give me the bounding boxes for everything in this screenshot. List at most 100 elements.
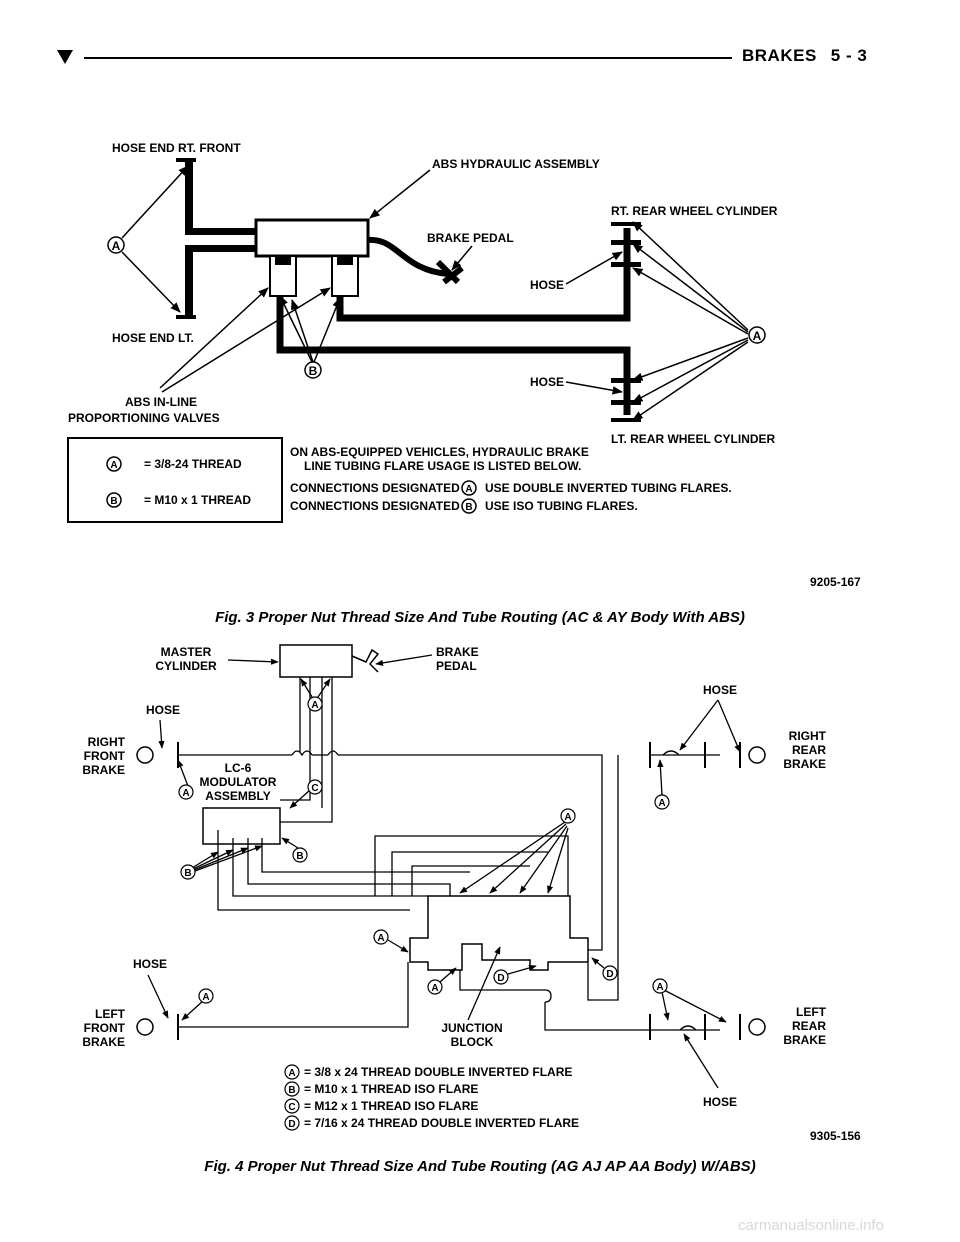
- svg-text:A: A: [753, 329, 762, 343]
- svg-text:LEFT: LEFT: [95, 1007, 126, 1021]
- svg-text:B: B: [309, 364, 318, 378]
- fig3-callout-a-left: A: [107, 236, 125, 254]
- page-number: 5 - 3: [830, 46, 868, 65]
- svg-text:B: B: [296, 851, 303, 862]
- svg-text:D: D: [606, 969, 613, 980]
- header-triangle-icon: [57, 50, 73, 64]
- svg-text:= 3/8 x 24 THREAD DOUBLE INVER: = 3/8 x 24 THREAD DOUBLE INVERTED FLARE: [304, 1065, 572, 1079]
- svg-text:CONNECTIONS DESIGNATED: CONNECTIONS DESIGNATED: [290, 499, 460, 513]
- fig3-number: 9205-167: [810, 575, 861, 589]
- svg-text:ASSEMBLY: ASSEMBLY: [205, 789, 271, 803]
- svg-text:A: A: [110, 460, 117, 471]
- fig4-brakes: [136, 746, 766, 1036]
- svg-text:A: A: [288, 1068, 295, 1079]
- svg-text:= 3/8-24 THREAD: = 3/8-24 THREAD: [144, 457, 242, 471]
- svg-text:ON ABS-EQUIPPED VEHICLES, HYDR: ON ABS-EQUIPPED VEHICLES, HYDRAULIC BRAK…: [290, 445, 589, 459]
- svg-text:B: B: [184, 868, 191, 879]
- lc6-modulator: [202, 807, 281, 845]
- label-hose-upper: HOSE: [530, 278, 564, 292]
- svg-text:FRONT: FRONT: [84, 749, 126, 763]
- svg-text:A: A: [311, 700, 318, 711]
- svg-text:D: D: [288, 1119, 295, 1130]
- fig4-leader-lines: [147, 654, 741, 1089]
- svg-text:CYLINDER: CYLINDER: [155, 659, 217, 673]
- svg-text:A: A: [202, 992, 209, 1003]
- figure-4-diagram: A A C B B A A A D D A A A MASTER CYLINDE…: [82, 644, 861, 1143]
- svg-text:BRAKE: BRAKE: [783, 1033, 826, 1047]
- svg-text:BRAKE: BRAKE: [82, 763, 125, 777]
- label-brake-pedal: BRAKE PEDAL: [427, 231, 514, 245]
- svg-text:HOSE: HOSE: [133, 957, 167, 971]
- svg-text:RIGHT: RIGHT: [88, 735, 126, 749]
- svg-text:HOSE: HOSE: [703, 1095, 737, 1109]
- fig3-callout-b: B: [304, 361, 322, 379]
- svg-text:A: A: [431, 983, 438, 994]
- fig3-notes: ON ABS-EQUIPPED VEHICLES, HYDRAULIC BRAK…: [290, 445, 732, 514]
- svg-text:PEDAL: PEDAL: [436, 659, 477, 673]
- svg-text:REAR: REAR: [792, 1019, 826, 1033]
- svg-text:A: A: [564, 812, 571, 823]
- label-hose-end-rt-front: HOSE END RT. FRONT: [112, 141, 241, 155]
- watermark: carmanualsonline.info: [738, 1217, 884, 1234]
- front-hose-bracket: [176, 158, 255, 319]
- header-rule: [84, 57, 732, 59]
- svg-text:A: A: [377, 933, 384, 944]
- label-abs-inline: ABS IN-LINE: [125, 395, 197, 409]
- svg-text:A: A: [465, 484, 472, 495]
- page-header: BRAKES 5 - 3: [742, 46, 881, 66]
- svg-text:CONNECTIONS DESIGNATED: CONNECTIONS DESIGNATED: [290, 481, 460, 495]
- svg-text:BRAKE: BRAKE: [436, 645, 479, 659]
- abs-hydraulic-assembly: [254, 218, 370, 297]
- svg-text:= M10 x 1 THREAD ISO FLARE: = M10 x 1 THREAD ISO FLARE: [304, 1082, 478, 1096]
- svg-text:B: B: [110, 496, 117, 507]
- fig4-brake-pedal: [351, 648, 380, 673]
- fig4-labels: MASTER CYLINDER BRAKE PEDAL HOSE HOSE RI…: [82, 645, 826, 1109]
- lt-rear-wheel-cylinder: [611, 378, 641, 422]
- svg-text:= M12 x 1 THREAD ISO FLARE: = M12 x 1 THREAD ISO FLARE: [304, 1099, 478, 1113]
- svg-text:HOSE: HOSE: [703, 683, 737, 697]
- fig3-caption: Fig. 3 Proper Nut Thread Size And Tube R…: [215, 609, 745, 626]
- svg-text:= M10 x 1 THREAD: = M10 x 1 THREAD: [144, 493, 251, 507]
- figure-3-diagram: A A B HOSE END RT. FRONT ABS HYDRAULIC A…: [67, 141, 861, 589]
- svg-text:A: A: [656, 982, 663, 993]
- svg-text:MODULATOR: MODULATOR: [200, 775, 277, 789]
- svg-text:HOSE: HOSE: [146, 703, 180, 717]
- svg-text:BRAKE: BRAKE: [82, 1035, 125, 1049]
- master-cylinder: [279, 644, 353, 678]
- fig3-legend-box: A = 3/8-24 THREAD B = M10 x 1 THREAD: [67, 437, 283, 523]
- fig4-callouts: A A C B B A A A D D A A A: [178, 696, 670, 1004]
- svg-text:FRONT: FRONT: [84, 1021, 126, 1035]
- svg-text:JUNCTION: JUNCTION: [441, 1021, 502, 1035]
- svg-text:USE DOUBLE INVERTED TUBING FL: USE DOUBLE INVERTED TUBING FLARES.: [485, 481, 732, 495]
- svg-text:RIGHT: RIGHT: [789, 729, 827, 743]
- brake-pedal-arm: [367, 236, 449, 277]
- svg-text:B: B: [288, 1085, 295, 1096]
- svg-text:C: C: [288, 1102, 295, 1113]
- svg-text:= 7/16 x 24 THREAD DOUBLE INVE: = 7/16 x 24 THREAD DOUBLE INVERTED FLARE: [304, 1116, 579, 1130]
- rt-rear-wheel-cylinder: [611, 222, 641, 267]
- fig4-caption: Fig. 4 Proper Nut Thread Size And Tube R…: [204, 1158, 756, 1175]
- label-hose-lower: HOSE: [530, 375, 564, 389]
- svg-text:C: C: [311, 783, 318, 794]
- svg-text:LINE TUBING FLARE USAGE IS LIS: LINE TUBING FLARE USAGE IS LISTED BELOW.: [304, 459, 581, 473]
- label-hose-end-lt: HOSE END LT.: [112, 331, 194, 345]
- svg-text:USE ISO TUBING FLARES.: USE ISO TUBING FLARES.: [485, 499, 638, 513]
- svg-text:LEFT: LEFT: [796, 1005, 827, 1019]
- svg-text:BRAKE: BRAKE: [783, 757, 826, 771]
- fig4-brake-lines: [178, 677, 720, 1031]
- fig4-legend: A = 3/8 x 24 THREAD DOUBLE INVERTED FLAR…: [284, 1064, 579, 1131]
- junction-block: [409, 895, 589, 971]
- svg-text:B: B: [465, 502, 472, 513]
- svg-text:A: A: [112, 239, 121, 253]
- label-abs-hydraulic-assembly: ABS HYDRAULIC ASSEMBLY: [432, 157, 600, 171]
- svg-text:REAR: REAR: [792, 743, 826, 757]
- section-title: BRAKES: [742, 46, 817, 65]
- svg-text:LC-6: LC-6: [225, 761, 252, 775]
- svg-text:A: A: [658, 798, 665, 809]
- label-rt-rear-wheel-cylinder: RT. REAR WHEEL CYLINDER: [611, 204, 778, 218]
- fig3-callout-a-right: A: [748, 326, 766, 344]
- svg-text:MASTER: MASTER: [161, 645, 212, 659]
- svg-text:BLOCK: BLOCK: [451, 1035, 494, 1049]
- svg-text:A: A: [182, 788, 189, 799]
- fig4-number: 9305-156: [810, 1129, 861, 1143]
